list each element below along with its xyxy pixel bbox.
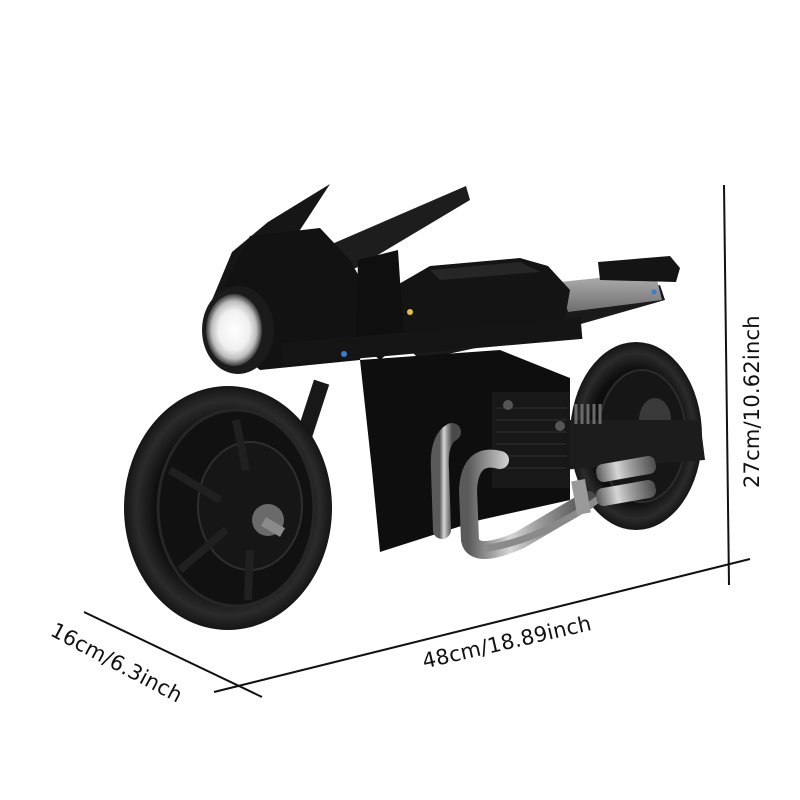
depth-dimension-line bbox=[83, 611, 263, 698]
front-wheel bbox=[124, 386, 332, 630]
swingarm bbox=[560, 420, 705, 470]
headlight bbox=[202, 286, 274, 374]
main-frame bbox=[356, 250, 404, 360]
height-dimension-label: 27cm/10.62inch bbox=[740, 315, 764, 488]
seat-panel bbox=[560, 272, 662, 312]
rear-shock-spring bbox=[574, 404, 602, 424]
mufflers bbox=[571, 456, 656, 515]
motorcycle-model bbox=[124, 184, 705, 630]
tail-section bbox=[598, 256, 680, 282]
windscreen-right bbox=[318, 186, 470, 272]
side-frame-bar bbox=[281, 316, 583, 366]
length-dimension-line bbox=[213, 558, 751, 693]
dimension-lines bbox=[83, 184, 751, 698]
height-dimension-line bbox=[723, 184, 730, 586]
